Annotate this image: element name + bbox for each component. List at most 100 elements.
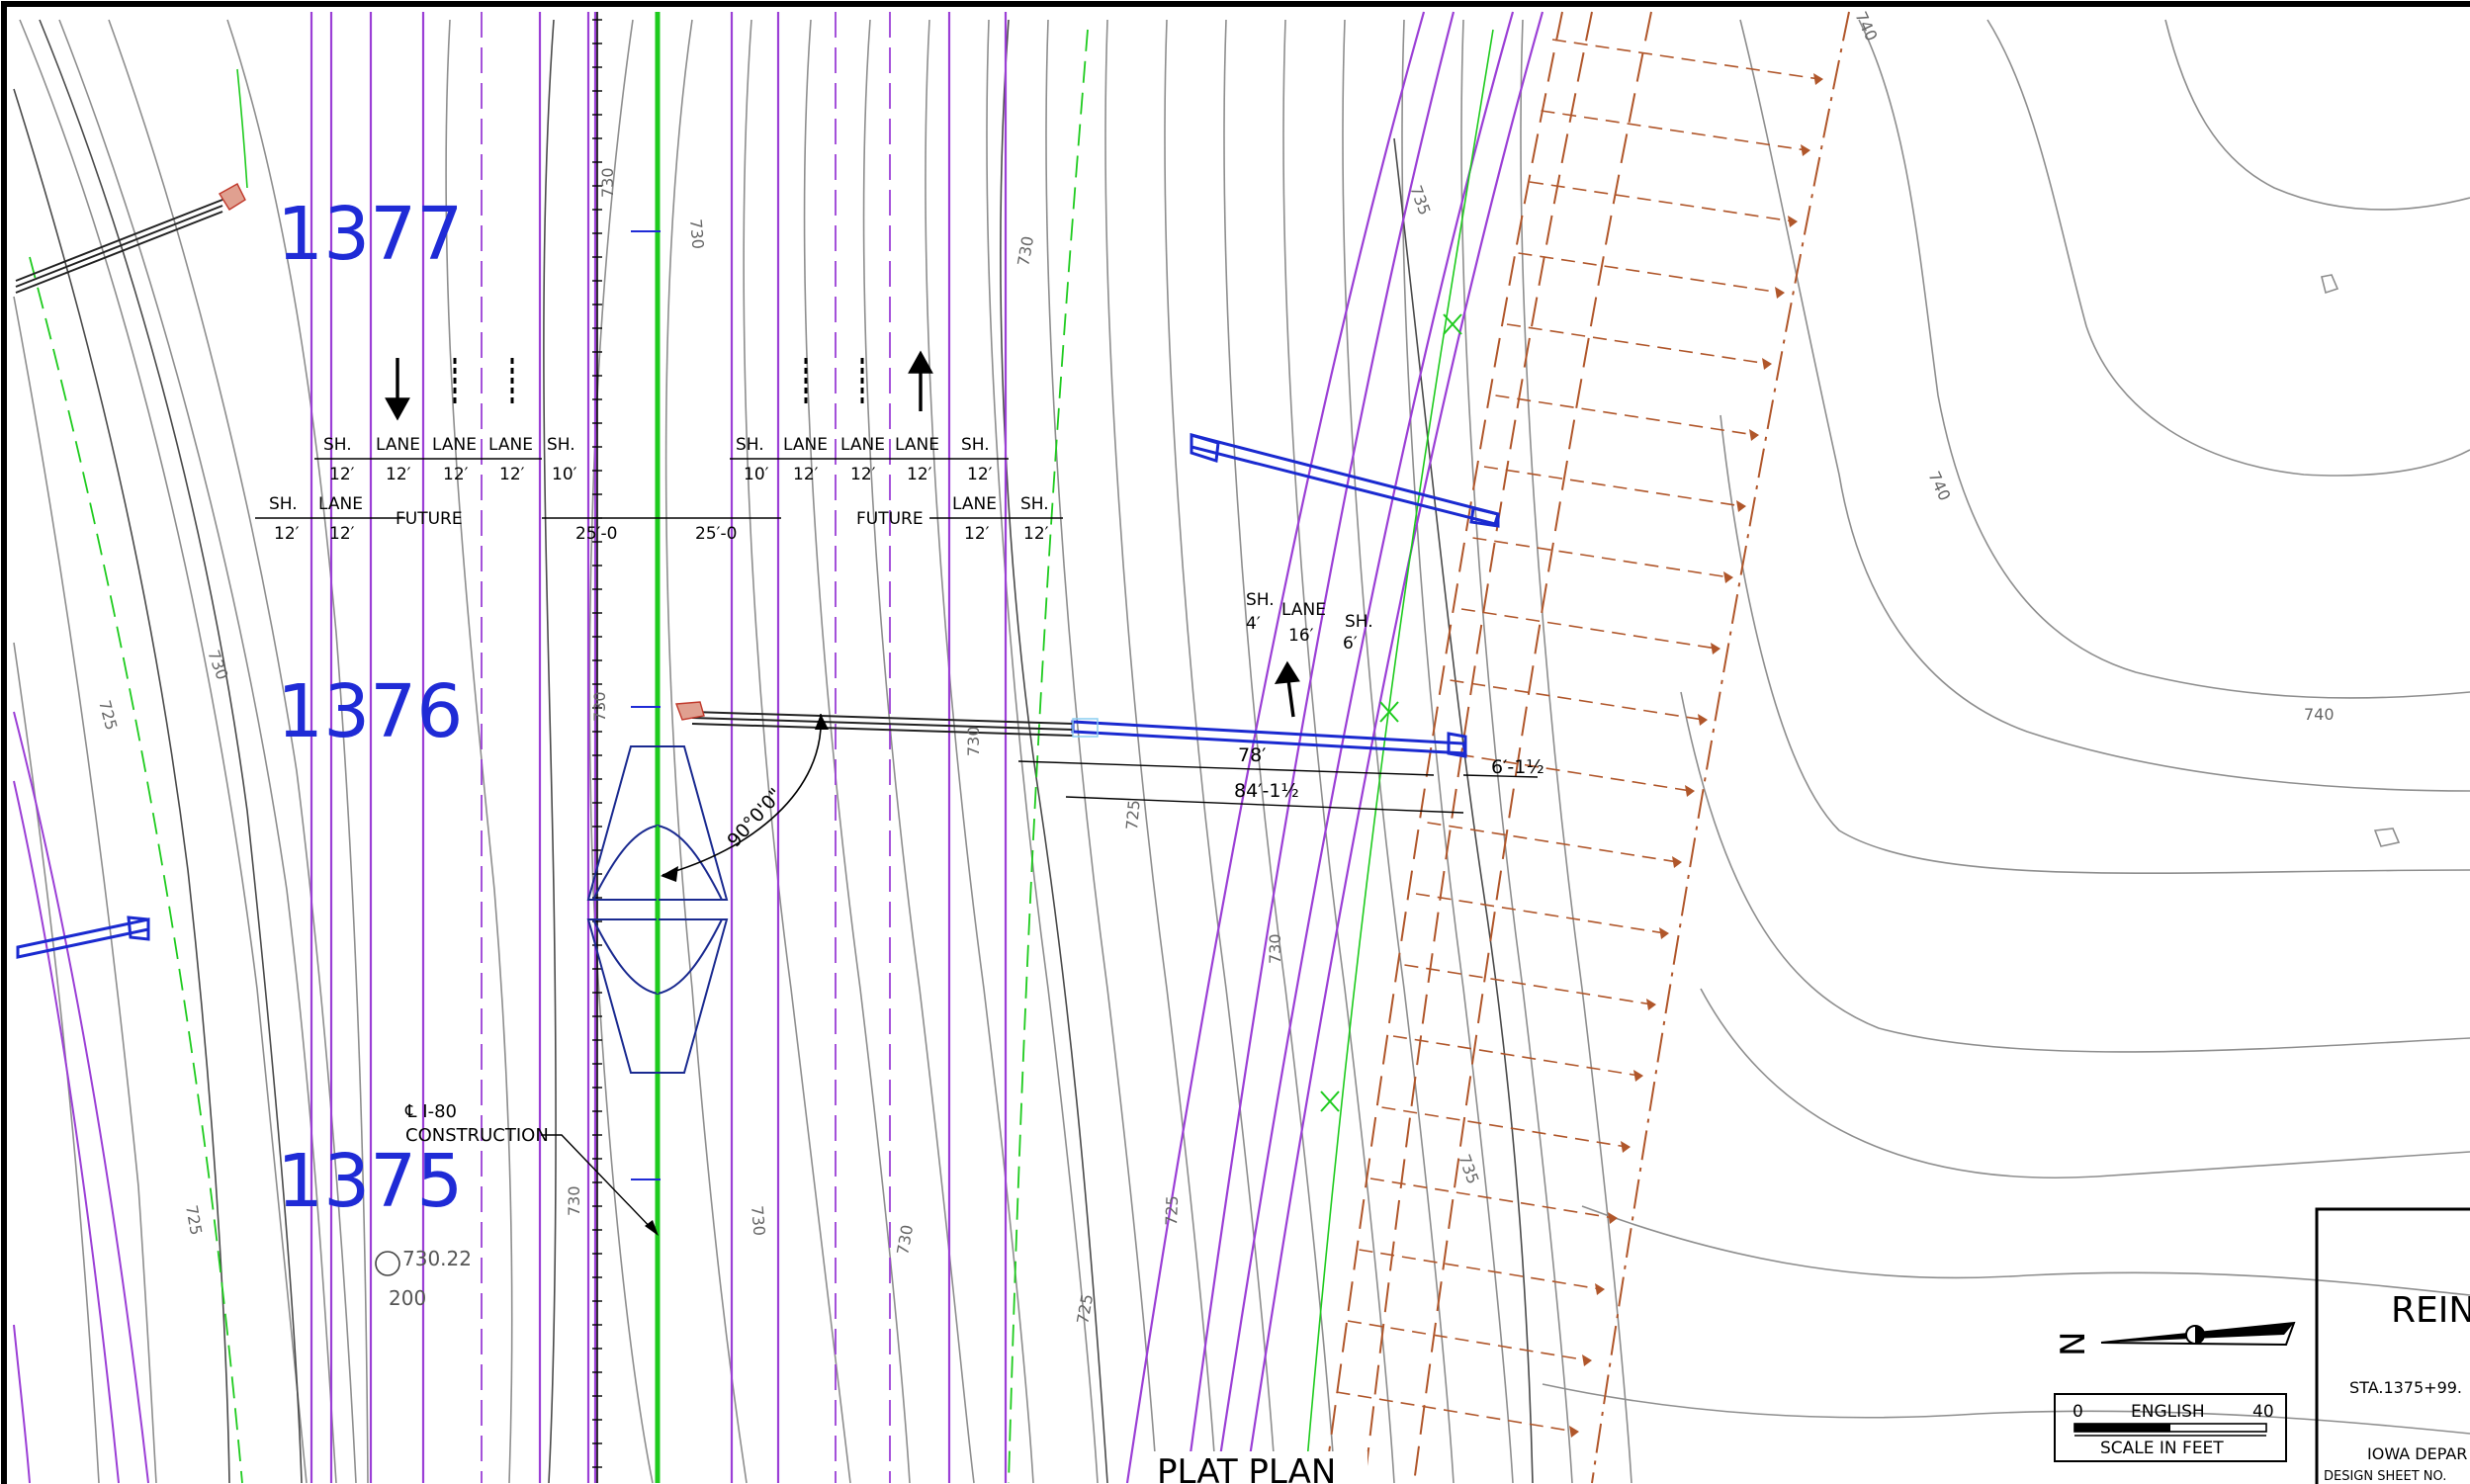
svg-text:SH.: SH. [736, 435, 764, 455]
row-tie-line [1472, 537, 1730, 578]
svg-text:12′: 12′ [329, 524, 355, 544]
svg-text:LANE: LANE [318, 494, 363, 514]
lane-arrows [385, 350, 1300, 718]
ramp-lines-left [13, 711, 149, 1484]
svg-text:LANE: LANE [895, 435, 939, 455]
row-tie-lines [1336, 39, 1823, 1438]
svg-text:LANE: LANE [783, 435, 828, 455]
svg-text:730: 730 [565, 1185, 583, 1216]
svg-text:STA.1375+99.: STA.1375+99. [2349, 1378, 2462, 1397]
svg-text:725: 725 [95, 698, 121, 732]
svg-text:730: 730 [598, 167, 617, 198]
row-marker [1569, 1426, 1579, 1438]
svg-text:SCALE IN FEET: SCALE IN FEET [2100, 1439, 2224, 1458]
svg-text:725: 725 [182, 1203, 206, 1236]
angle-arc [662, 713, 822, 876]
svg-text:12′: 12′ [964, 524, 990, 544]
svg-text:735: 735 [1406, 183, 1434, 218]
svg-text:12′: 12′ [274, 524, 300, 544]
svg-text:LANE: LANE [840, 435, 885, 455]
row-marker [1736, 500, 1746, 512]
approach-lines [15, 199, 1074, 737]
svg-text:SH.: SH. [1345, 612, 1373, 632]
svg-text:6′: 6′ [1343, 634, 1358, 654]
svg-text:730: 730 [748, 1205, 769, 1237]
traffic-island [586, 745, 729, 1074]
row-tie-line [1551, 39, 1820, 80]
row-tie-line [1347, 1320, 1589, 1361]
callout-arrowhead [645, 1220, 659, 1236]
station-1377: 1377 [277, 192, 463, 277]
svg-text:12′: 12′ [907, 465, 932, 484]
pier-markers [219, 183, 1099, 738]
row-marker [1723, 571, 1733, 583]
north-letter: N [2054, 1332, 2093, 1356]
row-marker [1582, 1354, 1592, 1366]
svg-text:12′: 12′ [967, 465, 993, 484]
benchmark-circle [375, 1251, 400, 1276]
scale-bar: 0 ENGLISH 40 SCALE IN FEET [2054, 1393, 2287, 1462]
row-tie-line [1427, 822, 1679, 863]
svg-text:16′: 16′ [1288, 626, 1314, 646]
svg-text:SH.: SH. [323, 435, 352, 455]
green-dashed-lines [29, 29, 1089, 1484]
lane-lines [309, 12, 1008, 1483]
row-marker [1672, 856, 1682, 868]
svg-text:℄ I-80: ℄ I-80 [404, 1101, 457, 1122]
svg-text:12′: 12′ [443, 465, 469, 484]
svg-text:25′-0: 25′-0 [575, 524, 617, 544]
row-tie-line [1483, 466, 1743, 507]
svg-text:12′: 12′ [386, 465, 411, 484]
contour-lines [13, 19, 1632, 1484]
row-tie-line [1392, 1035, 1640, 1077]
svg-text:LANE: LANE [488, 435, 533, 455]
svg-text:740: 740 [2304, 705, 2335, 724]
svg-text:SH.: SH. [547, 435, 575, 455]
svg-text:ENGLISH: ENGLISH [2131, 1402, 2205, 1422]
svg-text:PLAT PLAN: PLAT PLAN [1157, 1452, 1336, 1484]
x-markers [1320, 313, 1462, 1112]
centerline-callout: ℄ I-80 CONSTRUCTION [404, 1101, 549, 1146]
angle-arrow [661, 866, 678, 882]
row-marker [1749, 429, 1759, 441]
benchmark-number: 200 [389, 1286, 426, 1310]
callout-leader [541, 1134, 658, 1235]
row-tie-line [1529, 181, 1795, 222]
bridge-dims: 78′ 84′-1½ 6′-1½ 90°0'0" [723, 744, 1544, 851]
row-tie-line [1336, 1391, 1576, 1433]
svg-text:CONSTRUCTION: CONSTRUCTION [405, 1125, 549, 1146]
ramp-lines-right [1125, 11, 1544, 1484]
svg-text:IOWA DEPAR: IOWA DEPAR [2367, 1444, 2467, 1463]
svg-text:12′: 12′ [329, 465, 355, 484]
row-lines [1324, 11, 1850, 1484]
bridge-structure [16, 432, 1500, 959]
svg-text:730: 730 [893, 1223, 917, 1256]
svg-text:LANE: LANE [432, 435, 477, 455]
row-tie-line [1381, 1106, 1628, 1148]
svg-text:12′: 12′ [793, 465, 819, 484]
svg-text:730: 730 [590, 691, 609, 722]
svg-text:LANE: LANE [952, 494, 997, 514]
station-ticks [631, 230, 661, 1180]
svg-text:LANE: LANE [376, 435, 420, 455]
svg-text:SH.: SH. [1246, 590, 1275, 610]
row-marker [1659, 927, 1669, 939]
svg-text:12′: 12′ [850, 465, 876, 484]
benchmark-elevation: 730.22 [402, 1247, 472, 1270]
row-tie-line [1438, 750, 1692, 792]
svg-text:REIN: REIN [2391, 1290, 2470, 1331]
svg-text:40: 40 [2252, 1402, 2274, 1422]
svg-text:725: 725 [1162, 1195, 1182, 1226]
svg-text:725: 725 [1122, 799, 1144, 830]
svg-text:LANE: LANE [1281, 600, 1326, 620]
lane-arrows-dashed [453, 358, 864, 405]
row-marker [1813, 73, 1823, 85]
row-marker [1646, 999, 1656, 1010]
svg-text:FUTURE: FUTURE [856, 509, 924, 529]
contour-labels: 730 730 730 730 730 730 730 730 730 730 … [95, 9, 2334, 1326]
svg-text:730: 730 [964, 726, 983, 756]
row-marker [1711, 643, 1720, 655]
section-labels: SH. LANE LANE LANE SH. SH. LANE LANE LAN… [269, 435, 1373, 654]
